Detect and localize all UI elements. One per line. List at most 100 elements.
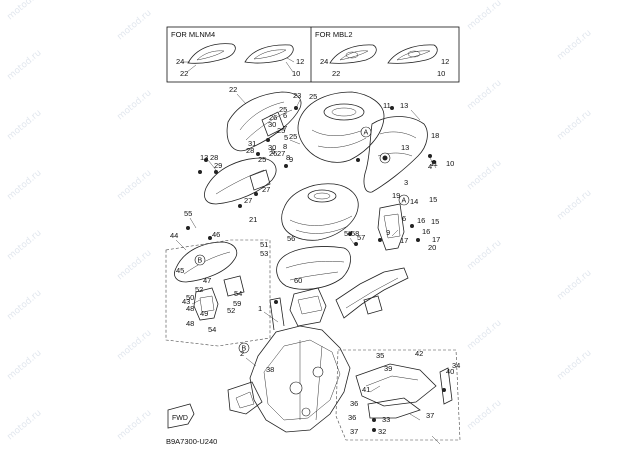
right-small-bracket bbox=[377, 203, 405, 251]
leader-line-8 bbox=[349, 237, 355, 245]
callout-52: 52 bbox=[227, 306, 235, 315]
watermark-text: motod.ru bbox=[466, 78, 504, 112]
callout-8: 8 bbox=[286, 153, 290, 162]
callout-47: 47 bbox=[203, 276, 211, 285]
battery-box bbox=[289, 287, 327, 327]
main-frame bbox=[227, 297, 351, 433]
callout-11: 11 bbox=[383, 101, 391, 110]
tank-top-cover bbox=[297, 91, 385, 163]
callout-41: 41 bbox=[362, 385, 370, 394]
callout-5: 5 bbox=[284, 133, 288, 142]
marker-b-left: B bbox=[198, 258, 203, 265]
callout-54: 54 bbox=[234, 289, 242, 298]
callout-28: 28 bbox=[246, 146, 254, 155]
watermark-text: motod.ru bbox=[556, 28, 594, 62]
leader-line-6 bbox=[391, 229, 399, 237]
rear-subframe bbox=[335, 267, 409, 319]
callout-58: 58 bbox=[351, 229, 359, 238]
callout-3: 3 bbox=[404, 178, 408, 187]
callout-30: 30 bbox=[268, 120, 276, 129]
watermark-text: motod.ru bbox=[466, 0, 504, 32]
lower-left-panel bbox=[204, 157, 277, 205]
fuel-tank bbox=[281, 183, 359, 241]
callout-5: 5 bbox=[271, 147, 275, 156]
leader-line-2 bbox=[289, 139, 301, 145]
callout-7: 7 bbox=[283, 124, 287, 133]
watermark-text: motod.ru bbox=[116, 328, 154, 362]
reference-markers: A A B B bbox=[194, 126, 410, 354]
callout-53: 53 bbox=[260, 249, 268, 258]
callout-36: 36 bbox=[350, 399, 358, 408]
callout-15: 15 bbox=[431, 217, 439, 226]
fwd-label: FWD bbox=[172, 415, 188, 422]
watermark-text: motod.ru bbox=[556, 108, 594, 142]
callout-17: 17 bbox=[432, 235, 440, 244]
callout-30: 30 bbox=[268, 143, 276, 152]
inset-right-label-22: 22 bbox=[332, 69, 340, 78]
leader-line-4 bbox=[207, 159, 217, 171]
callout-15: 15 bbox=[429, 195, 437, 204]
callout-49: 49 bbox=[200, 309, 208, 318]
callout-28: 28 bbox=[210, 153, 218, 162]
callout-29: 29 bbox=[214, 161, 222, 170]
callout-31: 31 bbox=[248, 139, 256, 148]
leader-line-15 bbox=[431, 435, 441, 445]
callout-8: 8 bbox=[283, 142, 287, 151]
callout-36: 36 bbox=[348, 413, 356, 422]
watermark-text: motod.ru bbox=[466, 158, 504, 192]
callout-57: 57 bbox=[344, 229, 352, 238]
callout-22: 22 bbox=[229, 85, 237, 94]
callout-9: 9 bbox=[289, 155, 293, 164]
right-side-cover bbox=[363, 116, 428, 193]
callout-21: 21 bbox=[249, 215, 257, 224]
right-bracket-group bbox=[335, 349, 461, 441]
watermark-text: motod.ru bbox=[116, 168, 154, 202]
callout-38: 38 bbox=[266, 365, 274, 374]
marker-a-top: A bbox=[364, 130, 369, 137]
inset-panel: FOR MLNM4 FOR MBL2 24 22 12 10 24 22 12 … bbox=[166, 26, 460, 83]
callout-56: 56 bbox=[287, 234, 295, 243]
watermark-text: motod.ru bbox=[6, 168, 44, 202]
callout-26: 26 bbox=[269, 149, 277, 158]
inset-right-label-24: 24 bbox=[320, 57, 328, 66]
watermark-text: motod.ru bbox=[116, 8, 154, 42]
leader-line-0 bbox=[236, 93, 247, 105]
watermark-text: motod.ru bbox=[466, 238, 504, 272]
fasteners bbox=[186, 106, 446, 432]
callout-35: 35 bbox=[376, 351, 384, 360]
callout-43: 43 bbox=[182, 297, 190, 306]
inset-right-label-12: 12 bbox=[441, 57, 449, 66]
callout-33: 33 bbox=[382, 415, 390, 424]
callout-27: 27 bbox=[244, 196, 252, 205]
callout-6: 6 bbox=[283, 111, 287, 120]
callout-48: 48 bbox=[186, 319, 194, 328]
callout-13: 13 bbox=[401, 143, 409, 152]
figure-code: B9A7300-U240 bbox=[166, 437, 217, 446]
callout-44: 44 bbox=[170, 231, 178, 240]
callout-16: 16 bbox=[417, 216, 425, 225]
callout-42: 42 bbox=[415, 349, 423, 358]
leader-line-1 bbox=[295, 99, 301, 109]
inset-left-cover-pair bbox=[187, 43, 294, 64]
leader-line-12 bbox=[245, 357, 257, 367]
callout-20: 20 bbox=[428, 243, 436, 252]
left-bracket-group bbox=[165, 239, 271, 347]
inset-right-cover-pair bbox=[329, 44, 438, 64]
watermark-text: motod.ru bbox=[556, 348, 594, 382]
callout-4: 4 bbox=[428, 162, 432, 171]
callout-32: 32 bbox=[378, 427, 386, 436]
watermark-layer: motod.ru motod.ru motod.ru motod.ru motod.ru… bbox=[6, 0, 594, 442]
inset-left-label-24: 24 bbox=[176, 57, 184, 66]
callout-37: 37 bbox=[426, 411, 434, 420]
callout-10: 10 bbox=[446, 159, 454, 168]
callout-60: 60 bbox=[294, 276, 302, 285]
leader-line-13 bbox=[369, 385, 381, 393]
callout-57: 57 bbox=[357, 233, 365, 242]
callout-46: 46 bbox=[212, 230, 220, 239]
callout-25: 25 bbox=[279, 105, 287, 114]
tank-tray bbox=[276, 246, 351, 290]
callout-40: 40 bbox=[446, 367, 454, 376]
watermark-text: motod.ru bbox=[116, 408, 154, 442]
watermark-text: motod.ru bbox=[466, 398, 504, 432]
